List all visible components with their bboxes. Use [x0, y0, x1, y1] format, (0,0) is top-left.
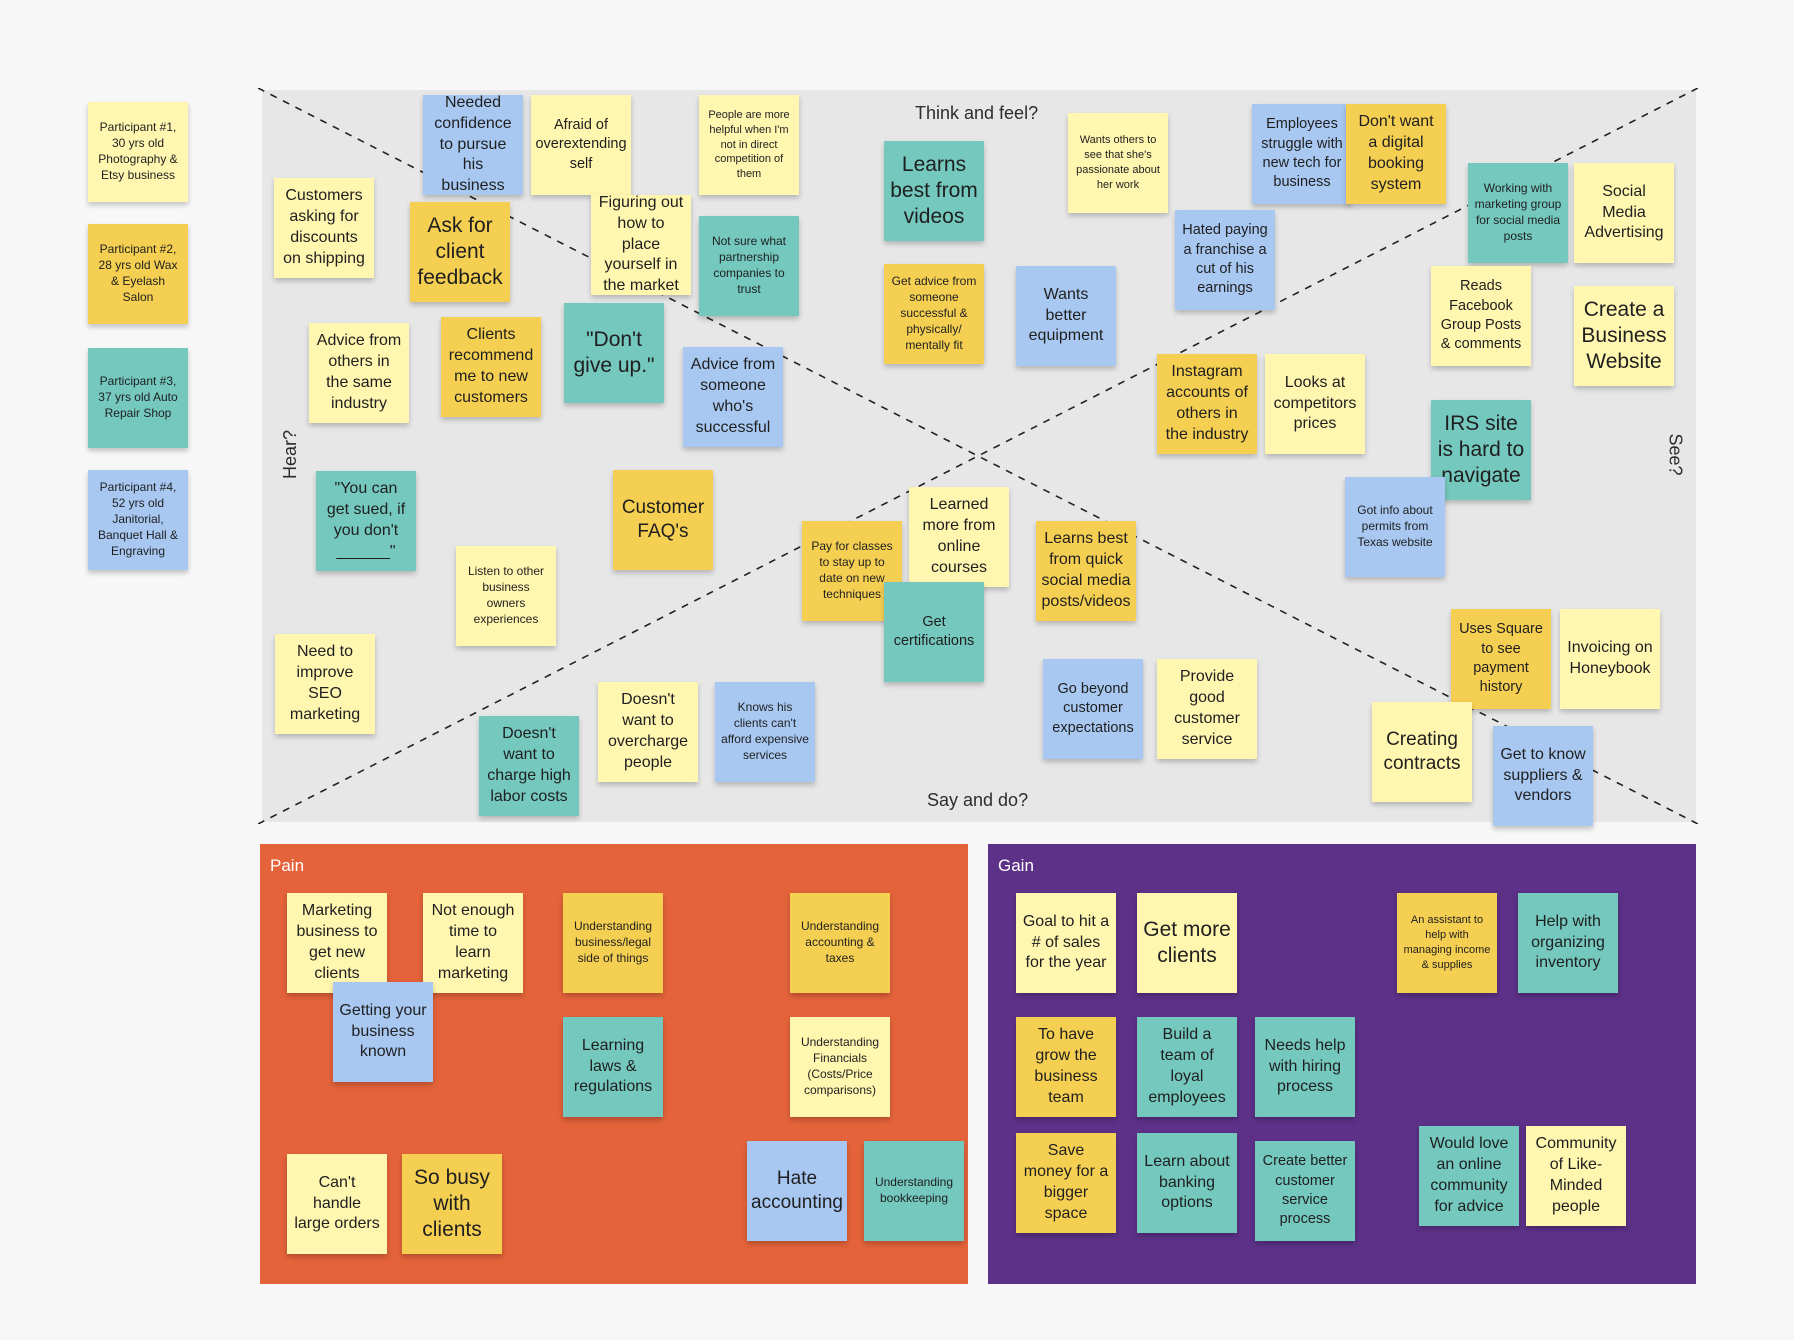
gain-note[interactable]: To have grow the business team: [1016, 1017, 1116, 1117]
gain-note[interactable]: Create better customer service process: [1255, 1141, 1355, 1241]
quadrant-label-see: See?: [1665, 433, 1686, 476]
sticky-note[interactable]: IRS site is hard to navigate: [1431, 400, 1531, 500]
sticky-note[interactable]: Provide good customer service: [1157, 659, 1257, 759]
participant-note[interactable]: Participant #3, 37 yrs old Auto Repair S…: [88, 348, 188, 448]
sticky-note[interactable]: Doesn't want to charge high labor costs: [479, 716, 579, 816]
quadrant-label-hear: Hear?: [280, 429, 301, 480]
gain-note[interactable]: Community of Like-Minded people: [1526, 1126, 1626, 1226]
pain-note[interactable]: Hate accounting: [747, 1141, 847, 1241]
gain-note[interactable]: An assistant to help with managing incom…: [1397, 893, 1497, 993]
sticky-note[interactable]: Social Media Advertising: [1574, 163, 1674, 263]
sticky-note[interactable]: Advice from someone who's successful: [683, 347, 783, 447]
gain-note[interactable]: Save money for a bigger space: [1016, 1133, 1116, 1233]
sticky-note[interactable]: Hated paying a franchise a cut of his ea…: [1175, 210, 1275, 310]
sticky-note[interactable]: Need to improve SEO marketing: [275, 634, 375, 734]
quadrant-label-think-feel: Think and feel?: [915, 103, 1039, 123]
pain-note[interactable]: So busy with clients: [402, 1154, 502, 1254]
gain-note[interactable]: Learn about banking options: [1137, 1133, 1237, 1233]
sticky-note[interactable]: Invoicing on Honeybook: [1560, 609, 1660, 709]
gain-frame-title: Gain: [998, 856, 1034, 875]
pain-note[interactable]: Understanding Financials (Costs/Price co…: [790, 1017, 890, 1117]
sticky-note[interactable]: Knows his clients can't afford expensive…: [715, 682, 815, 782]
sticky-note[interactable]: Learns best from quick social media post…: [1036, 521, 1136, 621]
quadrant-label-say-do: Say and do?: [927, 790, 1029, 810]
gain-note[interactable]: Help with organizing inventory: [1518, 893, 1618, 993]
sticky-note[interactable]: Go beyond customer expectations: [1043, 659, 1143, 759]
sticky-note[interactable]: Customer FAQ's: [613, 470, 713, 570]
sticky-note[interactable]: People are more helpful when I'm not in …: [699, 95, 799, 195]
sticky-note[interactable]: Creating contracts: [1372, 702, 1472, 802]
gain-note[interactable]: Goal to hit a # of sales for the year: [1016, 893, 1116, 993]
sticky-note[interactable]: Wants others to see that she's passionat…: [1068, 113, 1168, 213]
sticky-note[interactable]: Listen to other business owners experien…: [456, 546, 556, 646]
gain-note[interactable]: Needs help with hiring process: [1255, 1017, 1355, 1117]
participant-note[interactable]: Participant #1, 30 yrs old Photography &…: [88, 102, 188, 202]
pain-note[interactable]: Marketing business to get new clients: [287, 893, 387, 993]
sticky-note[interactable]: Employees struggle with new tech for bus…: [1252, 104, 1352, 204]
pain-note[interactable]: Getting your business known: [333, 982, 433, 1082]
sticky-note[interactable]: Get to know suppliers & vendors: [1493, 726, 1593, 826]
sticky-note[interactable]: Get certifications: [884, 582, 984, 682]
pain-note[interactable]: Learning laws & regulations: [563, 1017, 663, 1117]
sticky-note[interactable]: Reads Facebook Group Posts & comments: [1431, 266, 1531, 366]
sticky-note[interactable]: Clients recommend me to new customers: [441, 317, 541, 417]
sticky-note[interactable]: Needed confidence to pursue his business: [423, 95, 523, 195]
sticky-note[interactable]: Advice from others in the same industry: [309, 323, 409, 423]
sticky-note[interactable]: Not sure what partnership companies to t…: [699, 216, 799, 316]
pain-note[interactable]: Can't handle large orders: [287, 1154, 387, 1254]
gain-note[interactable]: Would love an online community for advic…: [1419, 1126, 1519, 1226]
participant-note[interactable]: Participant #4, 52 yrs old Janitorial, B…: [88, 470, 188, 570]
sticky-note[interactable]: Ask for client feedback: [410, 202, 510, 302]
sticky-note[interactable]: Customers asking for discounts on shippi…: [274, 178, 374, 278]
sticky-note[interactable]: Learns best from videos: [884, 141, 984, 241]
sticky-note[interactable]: Don't want a digital booking system: [1346, 104, 1446, 204]
sticky-note[interactable]: Create a Business Website: [1574, 286, 1674, 386]
sticky-note[interactable]: Doesn't want to overcharge people: [598, 682, 698, 782]
gain-note[interactable]: Get more clients: [1137, 893, 1237, 993]
gain-note[interactable]: Build a team of loyal employees: [1137, 1017, 1237, 1117]
sticky-note[interactable]: Learned more from online courses: [909, 487, 1009, 587]
pain-note[interactable]: Understanding business/legal side of thi…: [563, 893, 663, 993]
sticky-note[interactable]: Wants better equipment: [1016, 266, 1116, 366]
sticky-note[interactable]: Figuring out how to place yourself in th…: [591, 195, 691, 295]
pain-frame-title: Pain: [270, 856, 305, 875]
sticky-note[interactable]: "You can get sued, if you don't ______": [316, 471, 416, 571]
sticky-note[interactable]: "Don't give up.": [564, 303, 664, 403]
participant-note[interactable]: Participant #2, 28 yrs old Wax & Eyelash…: [88, 224, 188, 324]
sticky-note[interactable]: Instagram accounts of others in the indu…: [1157, 354, 1257, 454]
sticky-note[interactable]: Get advice from someone successful & phy…: [884, 264, 984, 364]
sticky-note[interactable]: Got info about permits from Texas websit…: [1345, 477, 1445, 577]
sticky-note[interactable]: Afraid of overextending self: [531, 95, 631, 195]
pain-note[interactable]: Not enough time to learn marketing: [423, 893, 523, 993]
pain-note[interactable]: Understanding accounting & taxes: [790, 893, 890, 993]
pain-note[interactable]: Understanding bookkeeping: [864, 1141, 964, 1241]
sticky-note[interactable]: Working with marketing group for social …: [1468, 163, 1568, 263]
sticky-note[interactable]: Uses Square to see payment history: [1451, 609, 1551, 709]
sticky-note[interactable]: Looks at competitors prices: [1265, 354, 1365, 454]
